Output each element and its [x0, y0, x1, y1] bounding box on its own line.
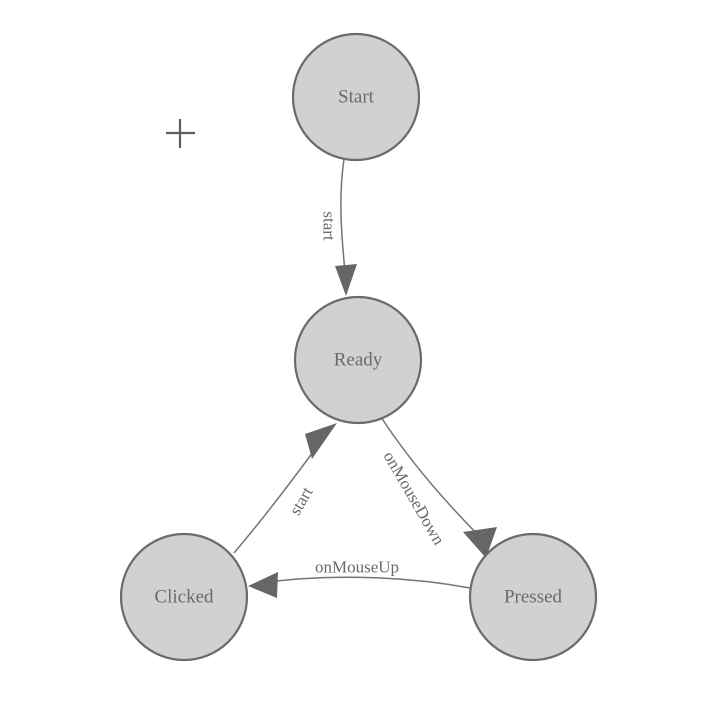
- edge-clicked-to-ready-path: [233, 436, 325, 554]
- crosshair-icon: [166, 119, 195, 148]
- state-node-pressed[interactable]: Pressed: [468, 532, 598, 662]
- edge-ready-to-pressed-path: [380, 416, 488, 545]
- edge-start-to-ready-path: [340, 158, 346, 273]
- edge-pressed-to-clicked-arrowhead: [248, 572, 278, 598]
- edge-ready-to-pressed-arrowhead: [463, 527, 497, 558]
- state-node-start-circle: [291, 32, 421, 162]
- state-node-ready-circle: [293, 295, 423, 425]
- edge-start-to-ready[interactable]: start: [320, 158, 358, 296]
- state-node-pressed-circle: [468, 532, 598, 662]
- state-node-clicked-circle: [119, 532, 249, 662]
- edge-start-to-ready-arrowhead: [335, 264, 357, 296]
- edge-label-pressed-to-clicked: onMouseUp: [315, 558, 399, 577]
- edge-pressed-to-clicked-path: [253, 576, 471, 589]
- edge-clicked-to-ready[interactable]: start: [233, 423, 337, 554]
- state-node-ready[interactable]: Ready: [293, 295, 423, 425]
- edge-ready-to-pressed[interactable]: onMouseDown: [380, 416, 497, 558]
- state-node-clicked[interactable]: Clicked: [119, 532, 249, 662]
- edge-label-clicked-to-ready: start: [285, 483, 316, 518]
- state-node-start[interactable]: Start: [291, 32, 421, 162]
- edge-label-start-to-ready: start: [320, 211, 339, 241]
- edge-pressed-to-clicked[interactable]: onMouseUp: [248, 558, 471, 599]
- edge-clicked-to-ready-arrowhead: [305, 423, 337, 459]
